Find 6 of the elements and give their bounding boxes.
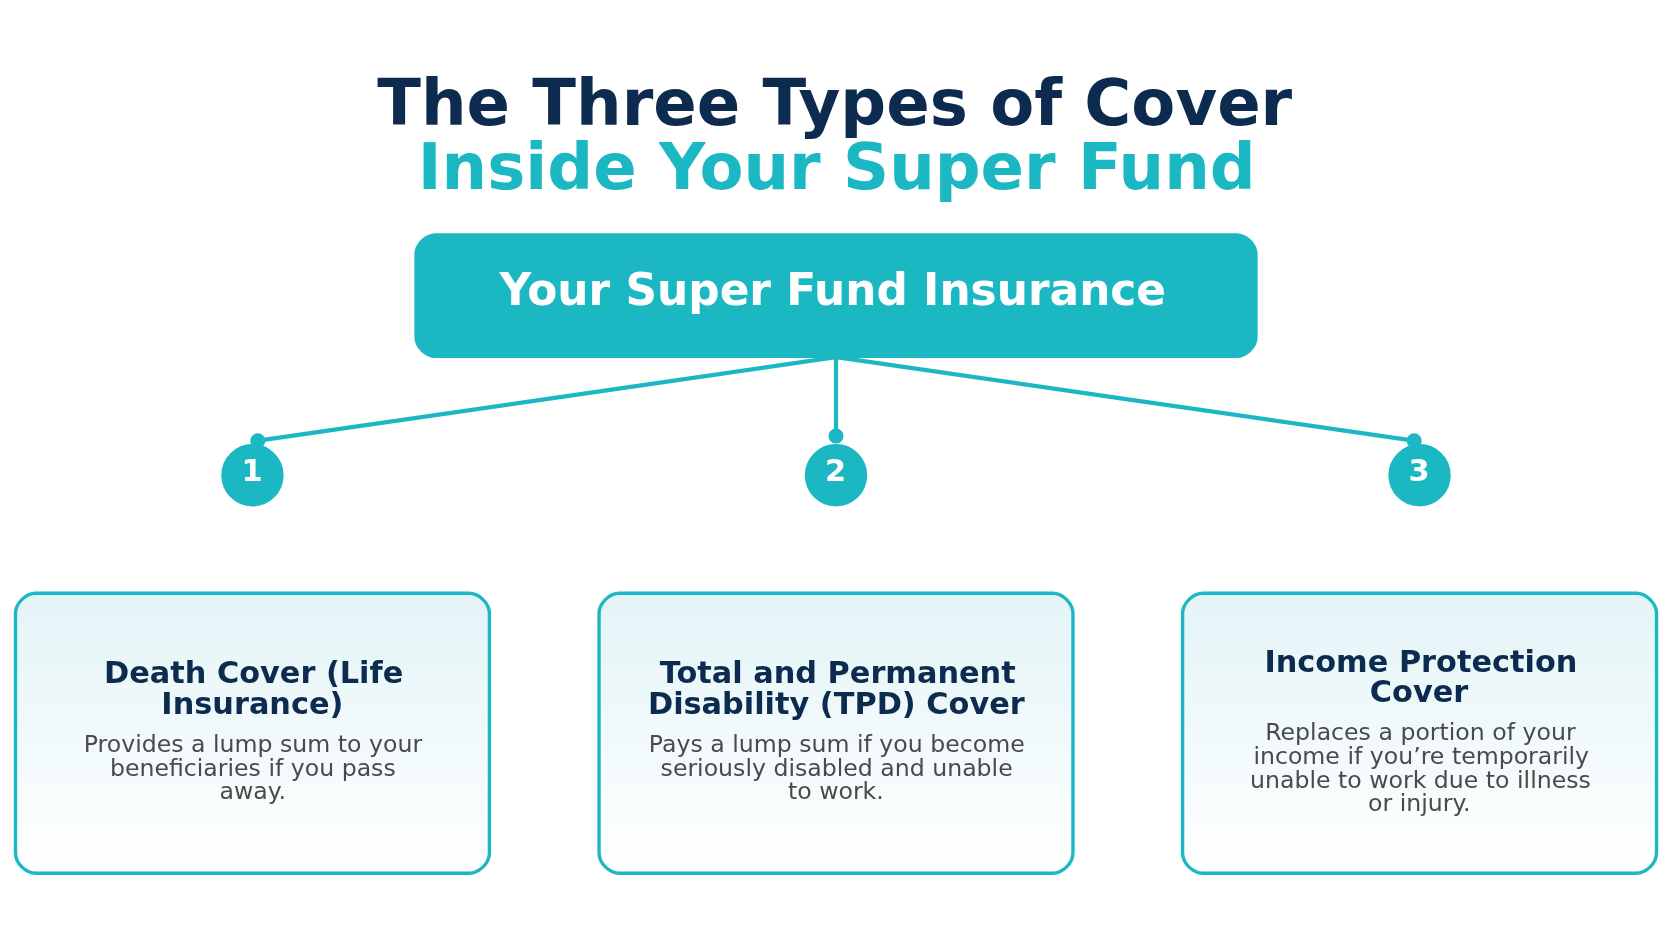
node-box: Your Super Fund Insurance [414, 232, 1258, 358]
connector [828, 356, 844, 444]
node-box: Total and Permanent Disability (TPD) Cover Pays a lump sum if you become seriously disabled and unable to work. [597, 591, 1075, 875]
node-box: Death Cover (Life Insurance) Provides a lump sum to your beneficiaries if you pass away. [13, 591, 492, 875]
diagram-title: The Three Types of Cover Inside Your Super Fund [377, 65, 1293, 204]
node-box: Income Protection Cover Replaces a portion of your income if you’re temporarily unable to work due to illness or injury. [1180, 591, 1659, 875]
